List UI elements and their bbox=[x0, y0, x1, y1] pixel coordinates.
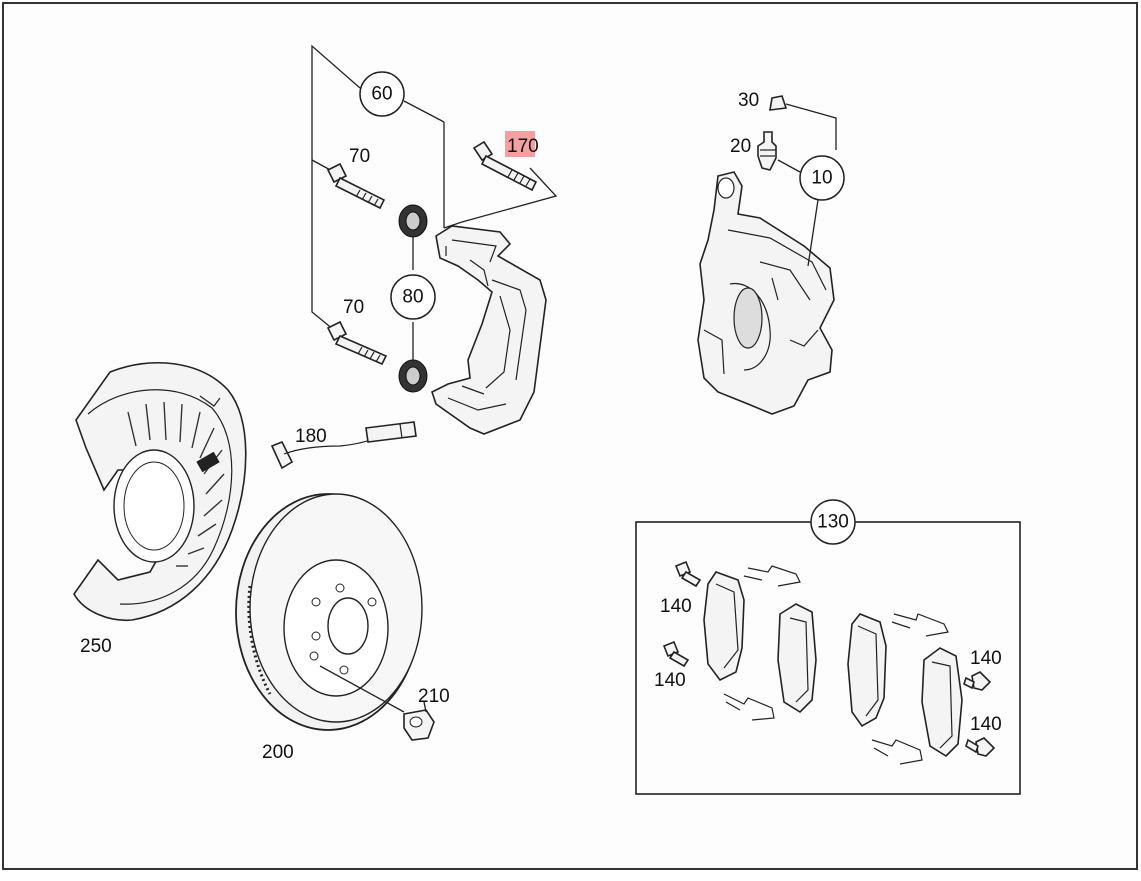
bolt-70-top bbox=[326, 162, 386, 210]
callout-60: 60 bbox=[359, 71, 405, 117]
label-180: 180 bbox=[295, 426, 327, 447]
bleeder-screw-20 bbox=[757, 131, 777, 171]
callout-60-label: 60 bbox=[371, 84, 392, 105]
splash-shield-250 bbox=[73, 362, 247, 622]
label-30: 30 bbox=[738, 90, 759, 111]
bolt-70-bottom bbox=[326, 320, 388, 366]
callout-10-label: 10 bbox=[811, 168, 832, 189]
bushing-80-top bbox=[398, 204, 428, 238]
label-70-bottom: 70 bbox=[343, 297, 364, 318]
callout-130: 130 bbox=[810, 499, 856, 545]
wear-sensor-180 bbox=[270, 421, 417, 470]
brake-pad-kit-130 bbox=[635, 521, 1021, 795]
label-140-c: 140 bbox=[970, 648, 1002, 669]
callout-80: 80 bbox=[390, 274, 436, 320]
bushing-80-bottom bbox=[398, 359, 428, 393]
callout-130-label: 130 bbox=[817, 512, 849, 533]
label-140-b: 140 bbox=[654, 670, 686, 691]
label-70-top: 70 bbox=[349, 146, 370, 167]
caliper-bracket bbox=[431, 225, 547, 435]
dust-cap-30 bbox=[769, 95, 788, 111]
label-200: 200 bbox=[262, 742, 294, 763]
brake-disc-200 bbox=[235, 493, 423, 731]
bolt-170 bbox=[472, 140, 538, 192]
label-170: 170 bbox=[507, 136, 539, 157]
label-20: 20 bbox=[730, 136, 751, 157]
caliper-housing bbox=[697, 171, 835, 415]
caliper-leaders bbox=[777, 103, 837, 267]
label-210: 210 bbox=[418, 686, 450, 707]
callout-10: 10 bbox=[799, 155, 845, 201]
label-250: 250 bbox=[80, 636, 112, 657]
bracket-leaders bbox=[311, 44, 558, 360]
highlight-170 bbox=[505, 131, 535, 157]
label-140-a: 140 bbox=[660, 596, 692, 617]
callout-80-label: 80 bbox=[402, 287, 423, 308]
label-140-d: 140 bbox=[970, 714, 1002, 735]
screw-210 bbox=[403, 701, 435, 741]
